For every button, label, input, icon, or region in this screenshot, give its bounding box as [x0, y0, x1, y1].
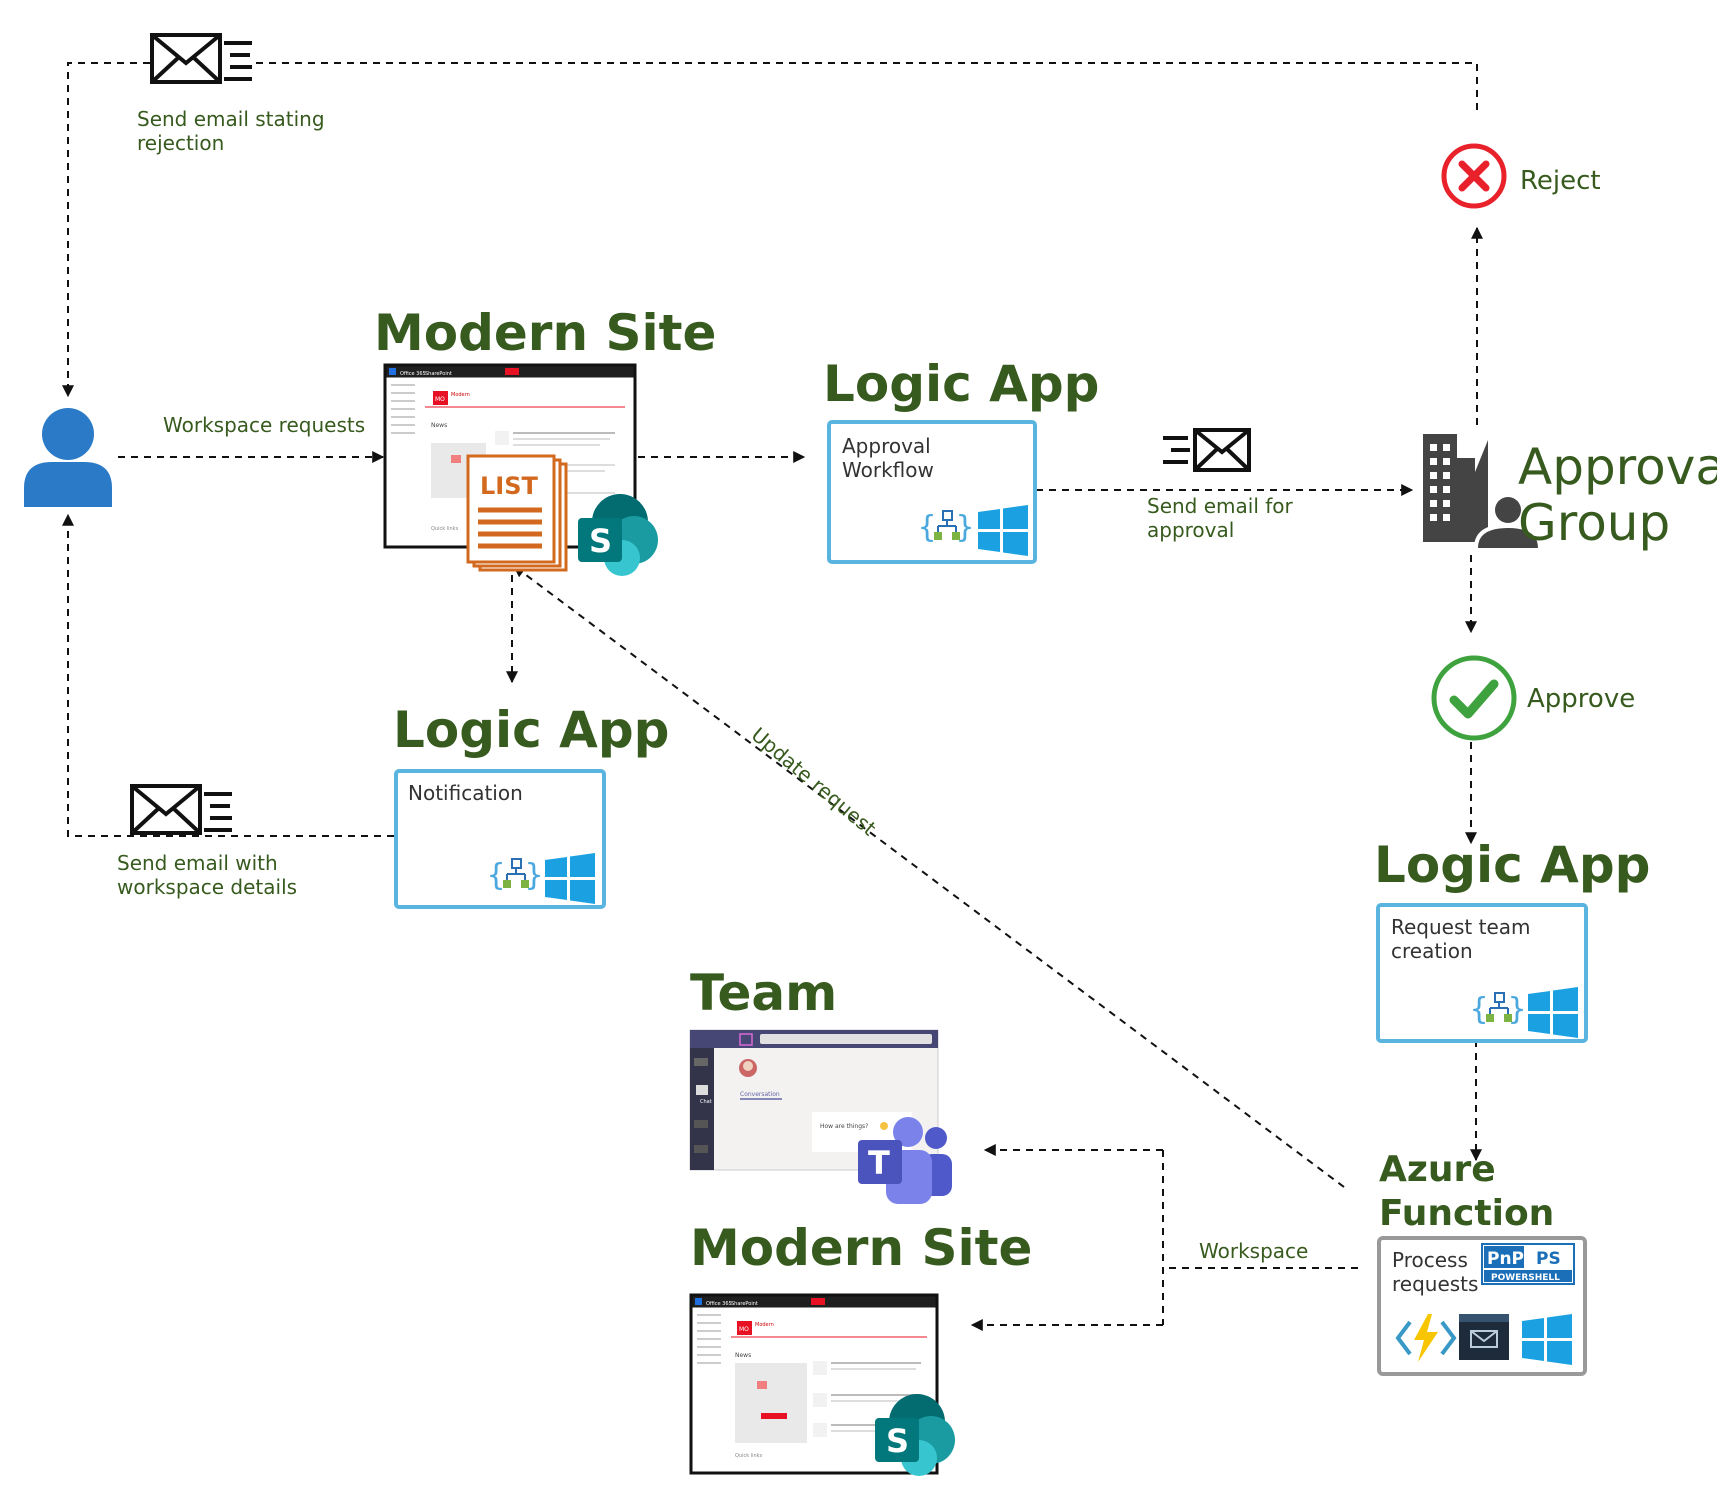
sharepoint-logo-text: S [886, 1422, 909, 1460]
logic-app-request-title: Logic App [1374, 836, 1650, 894]
mock-message: How are things? [820, 1123, 868, 1130]
approve-label: Approve [1527, 684, 1635, 714]
mock-quick-links: Quick links [431, 526, 459, 532]
notification-text: Notification [408, 781, 523, 805]
flow-reject-to-mail [252, 62, 1478, 110]
azure-function-title-2: Function [1379, 1193, 1554, 1234]
teams-logo-icon: T [858, 1117, 952, 1204]
reject-icon [1441, 143, 1507, 209]
modern-site-top-title: Modern Site [374, 304, 716, 362]
reject-label: Reject [1520, 166, 1601, 196]
mock-news-label: News [735, 1352, 751, 1359]
mock-sharepoint-label: SharePoint [425, 371, 452, 377]
pnp-logo-text: PnP [1487, 1249, 1524, 1269]
azure-function-title-1: Azure [1379, 1149, 1496, 1190]
approval-group-label-1: Approval [1518, 438, 1717, 496]
mock-quick-links: Quick links [735, 1453, 763, 1459]
workspace-label: Workspace [1199, 1239, 1308, 1263]
send-approval-label-2: approval [1147, 518, 1234, 542]
mock-conversation-label: Conversation [740, 1091, 780, 1098]
mock-office-label: Office 365 [400, 371, 426, 377]
logic-app-notification-title: Logic App [393, 701, 669, 759]
approve-icon [1431, 655, 1517, 741]
workspace-requests-label: Workspace requests [163, 413, 365, 437]
azure-function-icon [1395, 1314, 1457, 1362]
email-rejection-icon [150, 33, 252, 84]
mock-site-name: Modern [755, 1322, 774, 1328]
pnp-powershell-logo: PnP PS POWERSHELL [1481, 1243, 1575, 1285]
mock-site-badge: MO [739, 1326, 749, 1333]
mock-chat-label: Chat [700, 1099, 712, 1105]
ps-logo-text: PS [1536, 1249, 1561, 1269]
approval-group-icon [1423, 434, 1542, 548]
powershell-console-icon [1459, 1314, 1509, 1360]
approval-workflow-text-1: Approval [842, 434, 931, 458]
list-logo-text: LIST [480, 472, 539, 500]
flow-lines [62, 62, 1483, 1331]
approval-group-label-2: Group [1518, 494, 1670, 552]
process-requests-text-2: requests [1392, 1272, 1478, 1296]
send-rejection-label-2: rejection [137, 131, 224, 155]
modern-site-bottom-title: Modern Site [690, 1219, 1032, 1277]
email-approval-icon [1163, 428, 1251, 472]
sharepoint-logo-icon: S [578, 494, 658, 576]
powershell-logo-text: POWERSHELL [1491, 1273, 1560, 1283]
flow-update-request [513, 565, 1345, 1188]
user-icon [24, 408, 112, 507]
flow-notification-to-user [62, 513, 394, 837]
mock-office-label: Office 365 [706, 1301, 732, 1307]
mock-site-name: Modern [451, 392, 470, 398]
process-requests-text-1: Process [1392, 1248, 1468, 1272]
sharepoint-logo-icon: S [875, 1394, 955, 1476]
request-team-text-2: creation [1391, 939, 1473, 963]
team-title: Team [690, 964, 837, 1022]
send-details-label-2: workspace details [117, 875, 297, 899]
flow-rejection-to-user [62, 62, 150, 398]
send-rejection-label-1: Send email stating [137, 107, 325, 131]
modern-site-bottom-screenshot: Office 365 SharePoint MO Modern News Qui… [689, 1293, 939, 1475]
send-approval-label-1: Send email for [1147, 494, 1294, 518]
logic-app-approval-title: Logic App [823, 355, 1099, 413]
mock-news-label: News [431, 422, 447, 429]
send-details-label-1: Send email with [117, 851, 278, 875]
approval-workflow-text-2: Workflow [842, 458, 934, 482]
sharepoint-list-icon: LIST [466, 454, 568, 572]
sharepoint-logo-text: S [589, 522, 612, 560]
email-details-icon [130, 784, 232, 835]
teams-logo-text: T [868, 1144, 890, 1182]
mock-site-badge: MO [435, 396, 445, 403]
request-team-text-1: Request team [1391, 915, 1530, 939]
update-request-label: Update request [747, 722, 881, 840]
mock-sharepoint-label: SharePoint [731, 1301, 758, 1307]
